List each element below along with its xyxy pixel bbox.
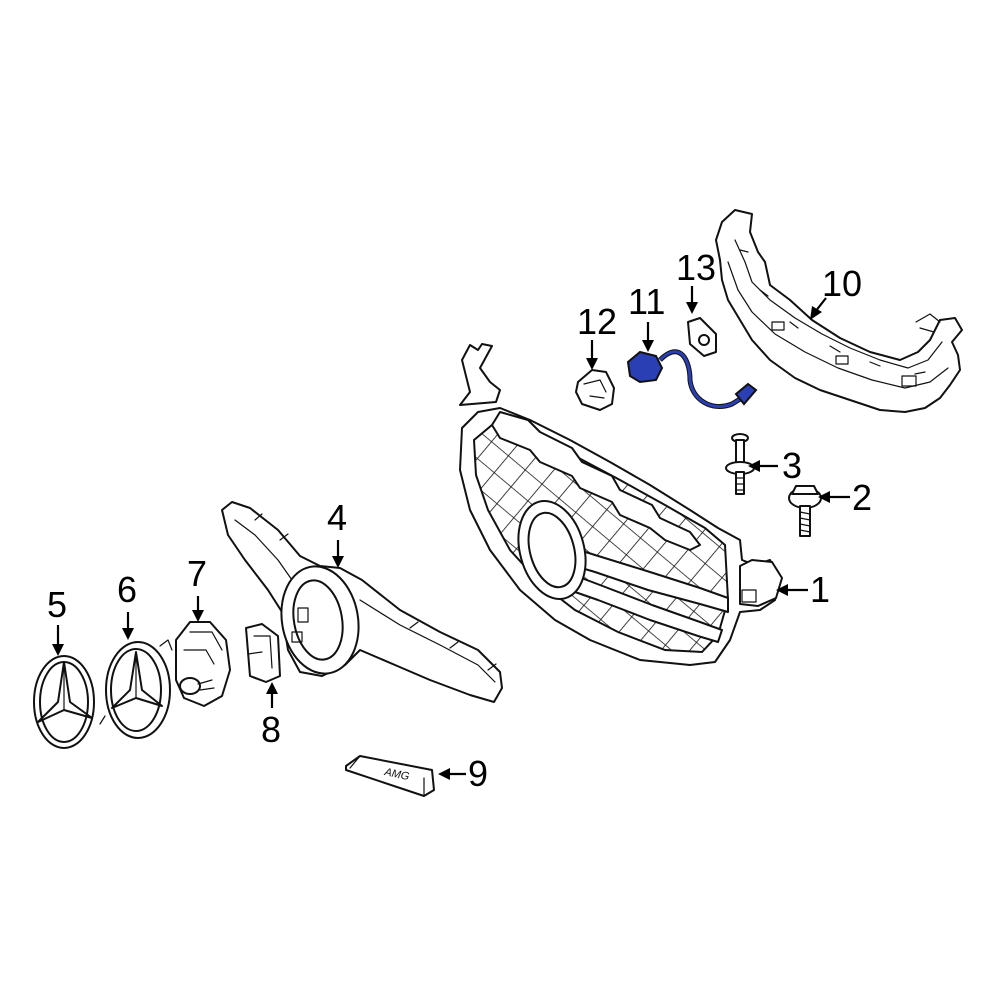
callout-4: 4 <box>327 497 347 538</box>
part-12-sensor-housing <box>575 369 615 411</box>
part-4-trim-bar <box>221 501 503 703</box>
callout-3: 3 <box>782 445 802 486</box>
callout-labels: 1 2 3 4 5 6 7 8 9 10 11 12 13 <box>47 247 872 794</box>
part-7-emblem-bracket <box>175 621 231 707</box>
part-5-star-emblem <box>33 655 95 749</box>
part-8-clip <box>245 623 281 683</box>
part-1-grille <box>459 343 783 666</box>
callout-2: 2 <box>852 477 872 518</box>
callout-6: 6 <box>117 569 137 610</box>
callout-1: 1 <box>810 569 830 610</box>
part-3-push-rivet <box>725 433 755 495</box>
callout-5: 5 <box>47 584 67 625</box>
amg-emblem-text: AMG <box>382 766 410 783</box>
part-6-star-emblem <box>99 639 173 739</box>
callout-10: 10 <box>822 263 862 304</box>
part-2-screw <box>788 485 822 537</box>
callout-13: 13 <box>676 247 716 288</box>
callout-11: 11 <box>628 281 665 322</box>
callout-7: 7 <box>187 553 207 594</box>
callout-9: 9 <box>468 753 488 794</box>
callout-12: 12 <box>577 301 617 342</box>
leader-lines <box>52 286 850 780</box>
part-13-bracket <box>687 317 717 357</box>
callout-8: 8 <box>261 709 281 750</box>
part-11-sensor-cable <box>626 349 758 409</box>
part-9-amg-emblem: AMG <box>345 755 435 797</box>
part-10-bracket <box>715 209 963 413</box>
